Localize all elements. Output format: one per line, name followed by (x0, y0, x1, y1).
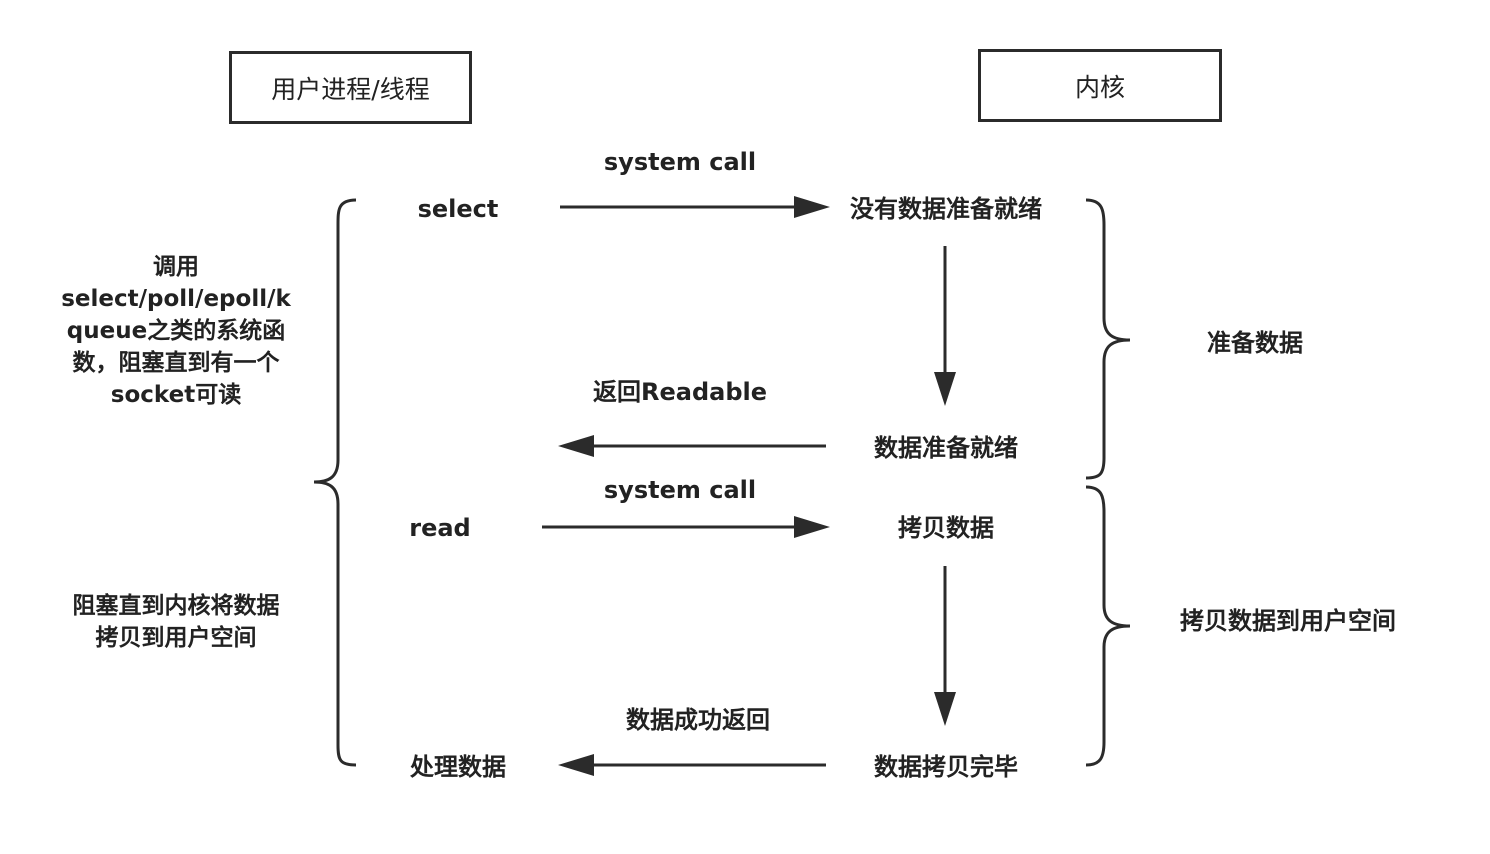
select-label: select (417, 195, 499, 223)
right-brace-prepare (1085, 198, 1131, 480)
user-process-box: 用户进程/线程 (229, 51, 472, 124)
arrowhead-prepare-down (934, 372, 956, 406)
copy-done-label: 数据拷贝完毕 (874, 753, 1018, 781)
left-brace (313, 198, 357, 767)
right-brace-copy (1085, 485, 1131, 767)
user-process-label: 用户进程/线程 (271, 74, 430, 104)
readable-label: 返回Readable (592, 378, 768, 406)
phase-copy-label: 拷贝数据到用户空间 (1180, 607, 1396, 635)
arrowhead-select (794, 196, 830, 218)
kernel-box: 内核 (978, 49, 1222, 122)
process-data-label: 处理数据 (410, 753, 506, 781)
syscall-label-2: system call (603, 476, 757, 504)
no-data-label: 没有数据准备就绪 (850, 195, 1042, 223)
copy-data-label: 拷贝数据 (898, 514, 994, 542)
select-note: 调用 select/poll/epoll/k queue之类的系统函 数，阻塞直… (61, 254, 291, 408)
data-ready-label: 数据准备就绪 (874, 434, 1018, 462)
read-label: read (409, 514, 471, 542)
arrowhead-success (558, 754, 594, 776)
success-label: 数据成功返回 (626, 706, 770, 734)
phase-prepare-label: 准备数据 (1207, 329, 1303, 357)
arrowhead-read (794, 516, 830, 538)
syscall-label-1: system call (603, 148, 757, 176)
arrowhead-readable (558, 435, 594, 457)
arrowhead-copy-down (934, 692, 956, 726)
kernel-label: 内核 (1074, 72, 1125, 102)
read-note: 阻塞直到内核将数据 拷贝到用户空间 (72, 593, 280, 651)
